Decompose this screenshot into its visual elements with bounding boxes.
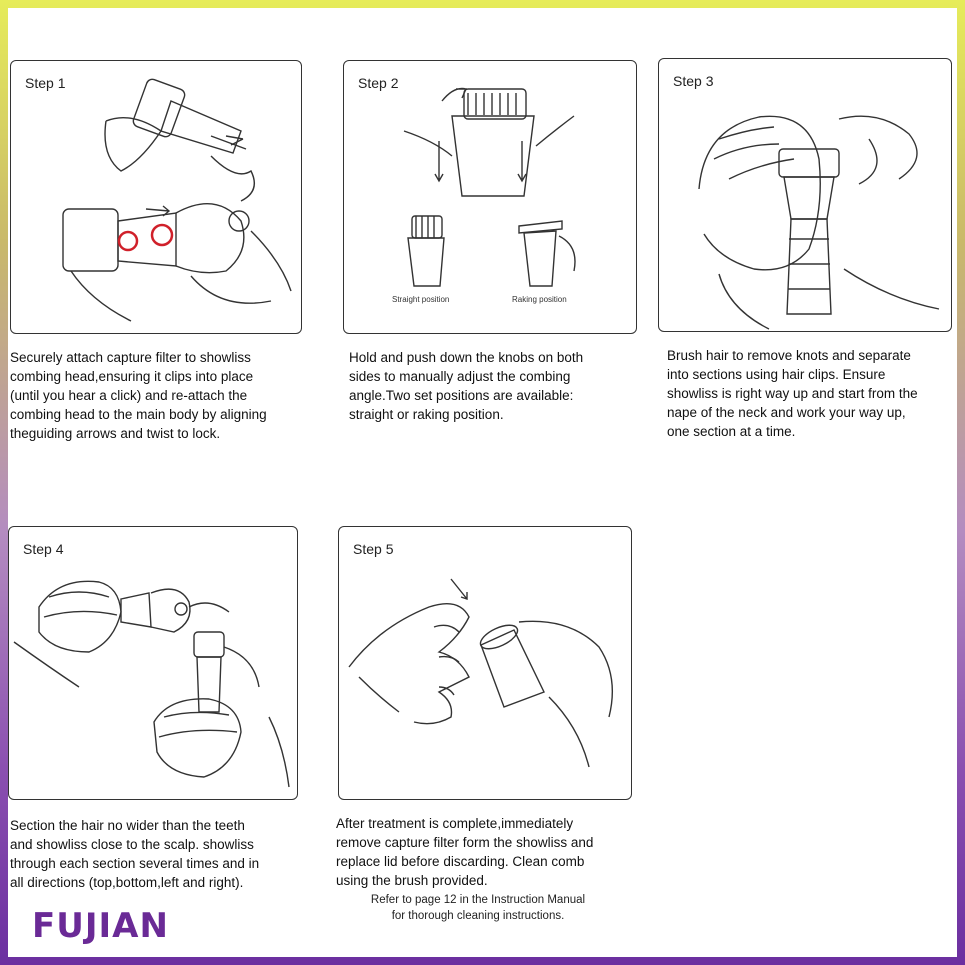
straight-position-label: Straight position [392,295,450,304]
step-2-caption: Hold and push down the knobs on both sid… [349,350,584,422]
step-3-caption: Brush hair to remove knots and separate … [667,348,918,439]
step-4-illustration [13,580,290,788]
step-2-label: Step 2 [358,75,399,91]
step-3-label: Step 3 [673,73,714,89]
step-1-label: Step 1 [25,75,66,91]
brand-logo: FUJIAN [32,906,169,946]
step-3-illustration [698,115,940,330]
step-5-panel: Step 5 [338,526,632,800]
step-3-panel: Step 3 [658,58,952,332]
raking-position-label: Raking position [512,295,567,304]
step-2-illustration [403,87,576,287]
step-4-panel: Step 4 [8,526,298,800]
step-4-label: Step 4 [23,541,64,557]
step-2-panel: Step 2 Straight position Raking p [343,60,637,334]
step-5-caption: After treatment is complete,immediately … [336,816,594,888]
step-1-panel: Step 1 [10,60,302,334]
step-5-label: Step 5 [353,541,394,557]
refer-note: Refer to page 12 in the Instruction Manu… [370,894,586,922]
step-5-illustration [348,578,614,768]
step-1-illustration [62,78,292,322]
step-1-caption: Securely attach capture filter to showli… [10,350,267,441]
step-4-caption: Section the hair no wider than the teeth… [10,818,260,890]
instruction-sheet: Step 1 Securely attach capture [8,8,957,957]
